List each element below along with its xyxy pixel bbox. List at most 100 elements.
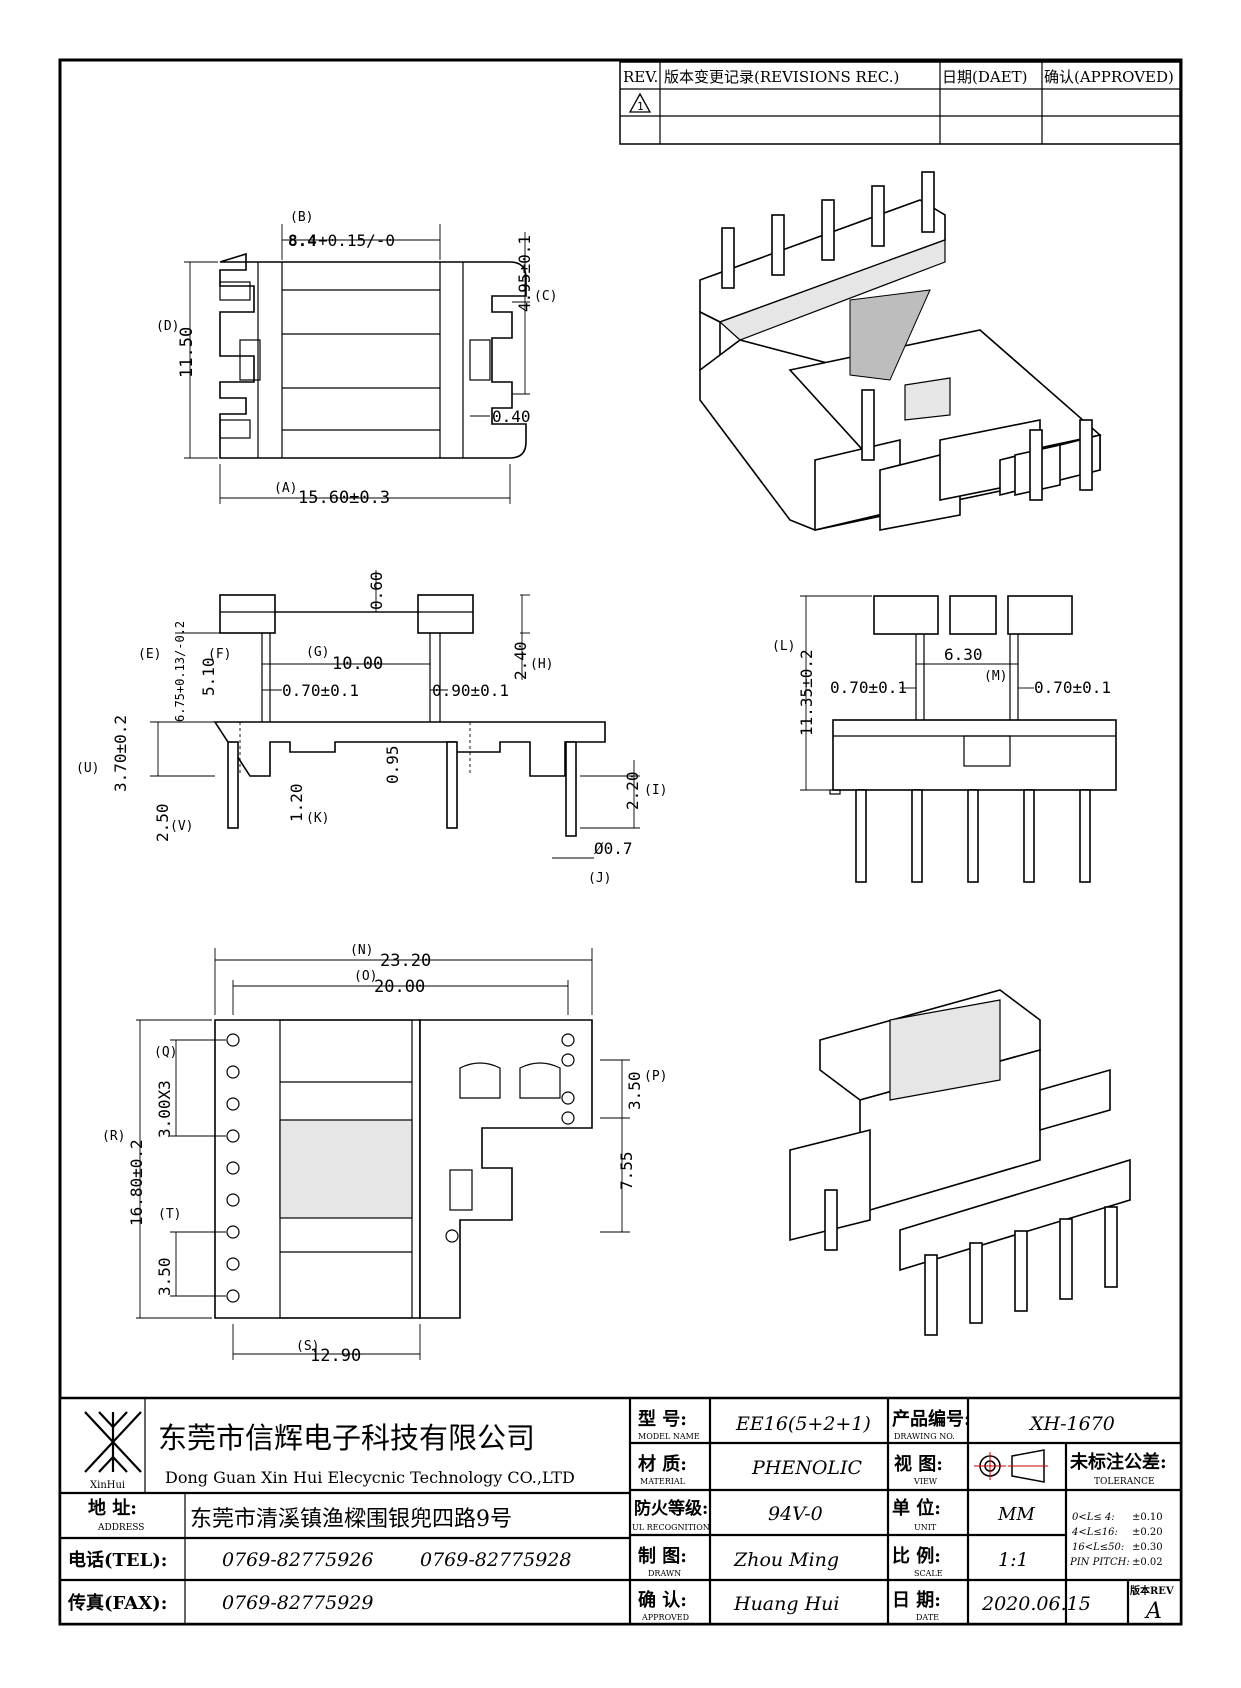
tolerance-range-1: 0<L≤ 4: <box>1072 1512 1115 1523</box>
front-view: 0.60 (G) 10.00 0.70±0.1 0.90±0.1 (E) 6.7… <box>76 570 667 886</box>
tolerance-label-en: TOLERANCE <box>1094 1477 1155 1487</box>
rev-header: REV. <box>623 68 658 86</box>
dim-label-v: (V) <box>170 819 193 834</box>
dim-label-e: (E) <box>138 647 161 662</box>
fax-value: 0769-82775929 <box>222 1592 373 1614</box>
bottom-pin-holes-left <box>226 1033 240 1303</box>
scale-value: 1:1 <box>998 1549 1029 1571</box>
dim-u: 3.70±0.2 <box>111 715 130 792</box>
dim-l: 11.35±0.2 <box>797 649 816 736</box>
dim-c: 4.95±0.1 <box>515 235 534 312</box>
material-label-cn: 材 质: <box>638 1453 687 1475</box>
revision-triangle-icon <box>628 92 652 113</box>
tolerance-value-3: ±0.30 <box>1132 1542 1163 1553</box>
side-dim-wall-l: 0.70±0.1 <box>830 678 907 697</box>
tolerance-range-2: 4<L≤16: <box>1071 1527 1118 1538</box>
dim-label-k: (K) <box>306 811 329 826</box>
date-header: 日期(DAET) <box>942 68 1028 86</box>
dim-label-a: (A) <box>274 481 297 496</box>
dim-i: 2.20 <box>623 771 642 810</box>
dim-label-r: (R) <box>102 1129 125 1144</box>
dim-wall-l: 0.70±0.1 <box>282 681 359 700</box>
date-value: 2020.06.15 <box>981 1593 1091 1615</box>
dim-wall-r: 0.90±0.1 <box>432 681 509 700</box>
dim-label-h: (H) <box>530 657 553 672</box>
dim-label-c: (C) <box>534 289 557 304</box>
dim-top: 0.60 <box>367 571 386 610</box>
unit-value: MM <box>997 1504 1035 1525</box>
dim-o: 20.00 <box>374 977 425 997</box>
dim-j: Ø0.7 <box>594 839 633 858</box>
tolerance-title: 未标注公差: <box>1070 1451 1167 1473</box>
revision-table: REV. 版本变更记录(REVISIONS REC.) 日期(DAET) 确认(… <box>619 61 1181 145</box>
model-value: EE16(5+2+1) <box>735 1413 871 1435</box>
dim-label-g: (G) <box>306 645 329 660</box>
tolerance-value-2: ±0.20 <box>1132 1527 1163 1538</box>
dim-label-u: (U) <box>76 761 99 776</box>
dim-label-s: (S) <box>296 1339 319 1354</box>
tolerance-value-4: ±0.02 <box>1132 1557 1163 1568</box>
dim-label-j: (J) <box>588 871 611 886</box>
approved-value: Huang Hui <box>733 1593 839 1615</box>
dim-label-p: (P) <box>644 1069 667 1084</box>
dim-g: 10.00 <box>332 654 383 674</box>
unit-label-en: UNIT <box>914 1523 937 1532</box>
dim-h: 2.40 <box>511 641 530 680</box>
scale-label-cn: 比 例: <box>892 1545 941 1567</box>
dim-r: 16.80±0.2 <box>127 1139 146 1226</box>
dim-d: 11.50 <box>177 327 197 378</box>
date-label-cn: 日 期: <box>892 1590 941 1611</box>
dim-n: 23.20 <box>380 951 431 971</box>
title-block: XinHui 东莞市信辉电子科技有限公司 Dong Guan Xin Hui E… <box>58 1396 1183 1626</box>
dim-b-tol: +0.15/-0 <box>318 231 395 250</box>
company-name-en: Dong Guan Xin Hui Elecycnic Technology C… <box>165 1468 575 1487</box>
tolerance-value-1: ±0.10 <box>1132 1512 1163 1523</box>
logo-text: XinHui <box>90 1480 125 1491</box>
revisions-header: 版本变更记录(REVISIONS REC.) <box>664 68 899 86</box>
dim-label-d: (D) <box>156 319 179 334</box>
drawing-no-value: XH-1670 <box>1028 1413 1115 1435</box>
dim-b-main: 8.4 <box>288 231 317 250</box>
drawn-label-en: DRAWN <box>648 1569 681 1578</box>
address-label-cn: 地 址: <box>88 1497 137 1519</box>
model-label-cn: 型 号: <box>638 1408 687 1430</box>
scale-label-en: SCALE <box>914 1569 943 1578</box>
drawn-label-cn: 制 图: <box>638 1546 687 1567</box>
isometric-view-top <box>699 171 1102 532</box>
tel-value-1: 0769-82775926 <box>222 1549 373 1571</box>
revision-number: 1 <box>637 100 644 113</box>
top-view: (A) 15.60±0.3 (B) 8.4 +0.15/-0 (D) 11.50… <box>156 210 557 508</box>
unit-label-cn: 单 位: <box>892 1497 941 1519</box>
drawing-no-label-en: DRAWING NO. <box>894 1432 955 1441</box>
dim-p: 3.50 <box>625 1071 644 1110</box>
dim-label-i: (I) <box>644 783 667 798</box>
dim-t: 3.50 <box>155 1257 174 1296</box>
material-label-en: MATERIAL <box>640 1477 686 1486</box>
dim-label-b: (B) <box>290 210 313 225</box>
bottom-view: (N) 23.20 (O) 20.00 3.50 (P) 7.55 3.00X3… <box>102 943 667 1366</box>
bottom-pin-holes-right <box>445 1033 575 1243</box>
date-label-en: DATE <box>916 1613 939 1622</box>
tolerance-range-4: PIN PITCH: <box>1069 1557 1130 1568</box>
model-label-en: MODEL NAME <box>638 1432 700 1441</box>
rev-label: 版本REV <box>1130 1584 1174 1597</box>
dim-s: 12.90 <box>310 1346 361 1366</box>
projection-symbol-icon <box>974 1449 1048 1483</box>
dim-q: 3.00X3 <box>155 1080 174 1138</box>
company-logo: XinHui <box>84 1411 142 1491</box>
isometric-bottom-pins <box>824 1189 1118 1336</box>
approved-label-cn: 确 认: <box>638 1589 687 1611</box>
ul-value: 94V-0 <box>768 1503 823 1525</box>
dim-label-q: (Q) <box>154 1045 177 1060</box>
dim-label-t: (T) <box>158 1207 181 1222</box>
dim-630: 6.30 <box>944 645 983 664</box>
dim-label-o: (O) <box>354 969 377 984</box>
isometric-view-bottom <box>789 989 1131 1336</box>
dim-e: 6.75+0.13/-0.2 <box>173 621 187 722</box>
dim-k: 1.20 <box>287 783 306 822</box>
side-view: 11.35±0.2 (L) 6.30 0.70±0.1 0.70±0.1 (M) <box>772 595 1117 883</box>
tel-value-2: 0769-82775928 <box>420 1549 571 1571</box>
view-label-cn: 视 图: <box>894 1453 943 1475</box>
address-value: 东莞市清溪镇渔樑围银兜四路9号 <box>190 1507 512 1532</box>
dim-flange: 0.95 <box>383 745 402 784</box>
